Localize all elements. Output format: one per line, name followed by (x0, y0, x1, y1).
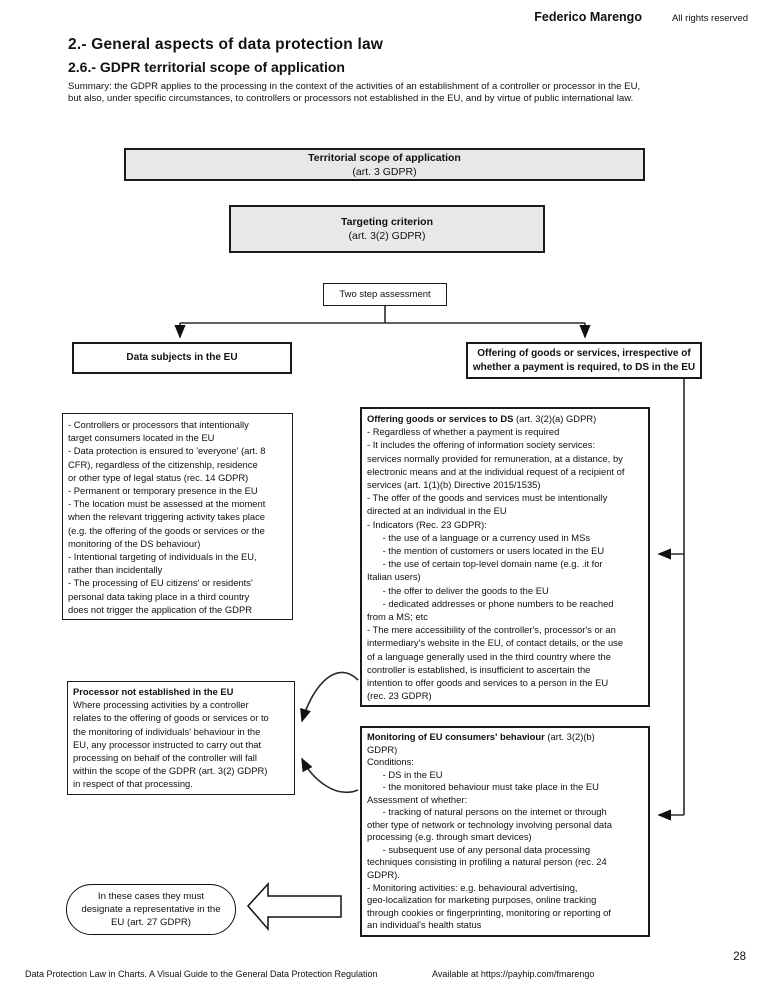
box-title-bold: Offering goods or services to DS (367, 413, 514, 424)
details-text: Where processing activities by a control… (73, 699, 269, 790)
node-label: Offering of goods or services, irrespect… (472, 348, 696, 373)
node-territorial-scope: Territorial scope of application (art. 3… (124, 148, 645, 181)
rights-notice: All rights reserved (671, 13, 748, 24)
node-subtitle: (art. 3 GDPR) (352, 165, 417, 178)
node-representative-oval: In these cases they must designate a rep… (66, 884, 236, 935)
box-title-line: Monitoring of EU consumers' behaviour (a… (367, 731, 643, 744)
node-two-step-assessment: Two step assessment (323, 283, 447, 306)
details-text: GDPR) Conditions: - DS in the EU - the m… (367, 743, 612, 931)
node-data-subjects: Data subjects in the EU (72, 342, 292, 374)
page-number: 28 (733, 951, 746, 963)
footer-book-title: Data Protection Law in Charts. A Visual … (25, 969, 378, 979)
node-label: Two step assessment (339, 289, 431, 300)
box-offering-goods-services: Offering goods or services to DS (art. 3… (360, 407, 650, 708)
arrow-offering-to-processor (300, 671, 359, 723)
block-arrow-left (246, 882, 342, 932)
box-title-bold: Monitoring of EU consumers' behaviour (367, 731, 545, 742)
node-label: In these cases they must designate a rep… (81, 891, 221, 928)
node-label: Data subjects in the EU (126, 352, 238, 363)
node-title: Territorial scope of application (308, 151, 461, 164)
box-title-line: Offering goods or services to DS (art. 3… (367, 412, 643, 425)
box-monitoring-behaviour: Monitoring of EU consumers' behaviour (a… (360, 726, 650, 937)
node-subtitle: (art. 3(2) GDPR) (348, 230, 426, 242)
box-title-rest: (art. 3(2)(b) (544, 731, 595, 742)
summary-text: Summary: the GDPR applies to the process… (68, 81, 641, 104)
node-targeting-criterion: Targeting criterion (art. 3(2) GDPR) (229, 205, 545, 253)
node-title: Targeting criterion (341, 216, 433, 228)
node-offering-branch: Offering of goods or services, irrespect… (466, 342, 702, 379)
author-name: Federico Marengo (534, 10, 642, 24)
box-title: Processor not established in the EU (73, 686, 234, 697)
box-processor-not-established: Processor not established in the EU Wher… (67, 681, 295, 795)
box-data-subjects-details: - Controllers or processors that intenti… (62, 413, 293, 621)
chapter-title: 2.- General aspects of data protection l… (68, 36, 384, 53)
box-title-rest: (art. 3(2)(a) GDPR) (513, 413, 597, 424)
details-text: - Controllers or processors that intenti… (68, 419, 266, 615)
footer-availability: Available at https://payhip.com/fmarengo (432, 969, 595, 979)
arrow-monitoring-to-processor (301, 757, 359, 793)
section-title: 2.6.- GDPR territorial scope of applicat… (68, 59, 345, 75)
details-text: - Regardless of whether a payment is req… (367, 426, 625, 702)
page-header: Federico Marengo All rights reserved (534, 10, 748, 24)
